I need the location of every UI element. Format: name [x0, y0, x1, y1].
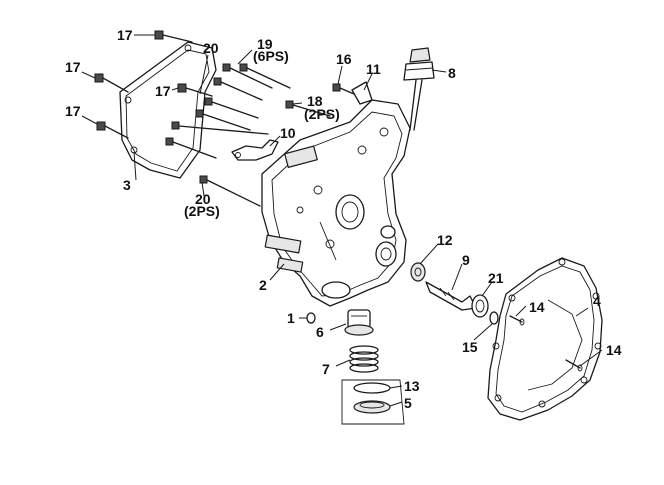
callout-17-lower: 17 — [65, 103, 81, 119]
spring-7 — [349, 345, 379, 373]
bolt-17-middle — [177, 83, 213, 97]
callout-6: 6 — [316, 324, 324, 340]
callout-14-upper: 14 — [529, 299, 545, 315]
bolt-17-lower — [96, 121, 129, 139]
strainer-group — [341, 379, 405, 425]
callout-8: 8 — [448, 65, 456, 81]
bracket-11 — [351, 81, 373, 105]
bolt-16 — [332, 83, 355, 95]
callout-15: 15 — [462, 339, 478, 355]
callout-21: 21 — [488, 270, 504, 286]
dowel-pin-14-lower — [565, 359, 583, 372]
callout-9: 9 — [462, 252, 470, 268]
callout-16: 16 — [336, 51, 352, 67]
dipstick-8 — [403, 47, 435, 131]
callout-11: 11 — [366, 61, 381, 77]
callout-17-upper: 17 — [65, 59, 81, 75]
shaft-9 — [425, 281, 477, 311]
callout-3: 3 — [123, 177, 131, 193]
callout-4: 4 — [593, 293, 601, 309]
callout-18: 18 — [307, 93, 323, 109]
callout-19-qty: (6PS) — [253, 48, 289, 64]
callout-18-qty: (2PS) — [304, 106, 340, 122]
right-cover-gasket-4 — [487, 257, 603, 421]
filter-screen-5 — [353, 400, 391, 414]
leader-lines — [81, 34, 603, 407]
callout-14-lower: 14 — [606, 342, 622, 358]
callout-13: 13 — [404, 378, 420, 394]
dowel-pin-14-upper — [509, 315, 525, 326]
callout-5: 5 — [404, 395, 412, 411]
left-cover-gasket — [119, 41, 217, 179]
callout-2: 2 — [259, 277, 267, 293]
callout-20-bottom: 20 — [195, 191, 211, 207]
drain-plug-6 — [344, 309, 374, 336]
crankcase-2 — [261, 99, 411, 307]
callout-1: 1 — [287, 310, 295, 326]
callout-17-middle: 17 — [155, 83, 171, 99]
oil-seal-12 — [410, 262, 426, 282]
bolt-17-upper — [94, 73, 129, 93]
bolt-17-top — [154, 30, 193, 43]
callout-19: 19 — [257, 36, 273, 52]
callout-12: 12 — [437, 232, 453, 248]
bracket-10 — [231, 139, 279, 161]
callout-20-qty: (2PS) — [184, 203, 220, 219]
o-ring-13 — [353, 382, 391, 394]
callout-7: 7 — [322, 361, 330, 377]
callout-labels: 17 17 17 17 20 19 (6PS) 16 11 8 18 (2PS)… — [65, 27, 622, 411]
callout-20-top: 20 — [203, 40, 219, 56]
long-bolts-set — [165, 63, 331, 207]
o-ring-1 — [306, 312, 316, 324]
washer-15 — [489, 311, 499, 325]
callout-10: 10 — [280, 125, 296, 141]
bearing-21 — [471, 294, 489, 318]
callout-17-top: 17 — [117, 27, 133, 43]
